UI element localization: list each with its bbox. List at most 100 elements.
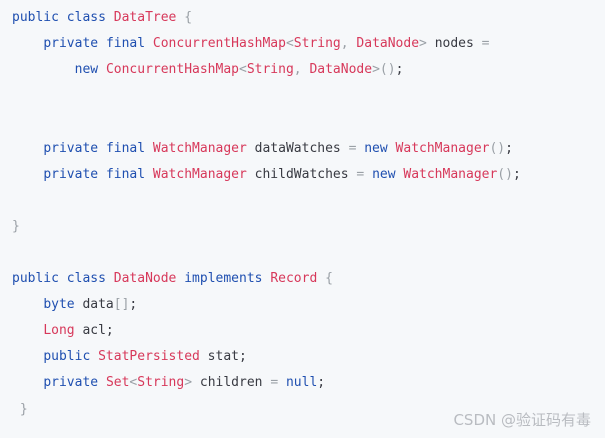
code-line: public class DataTree {	[12, 9, 192, 27]
code-token-plain: childWatches	[246, 166, 357, 182]
code-token-type: ConcurrentHashMap	[105, 62, 239, 78]
code-token-kw: final	[105, 140, 146, 156]
code-token-plain: children	[192, 375, 271, 391]
code-token-punc: ,	[340, 36, 357, 52]
code-token-plain	[145, 36, 153, 51]
code-token-type: ConcurrentHashMap	[152, 36, 286, 52]
code-token-punc: <	[285, 36, 294, 52]
code-token-plain	[364, 167, 372, 182]
code-token-plain: ;	[505, 140, 513, 156]
code-token-type: Set	[105, 375, 130, 391]
code-token-kw: private	[43, 140, 99, 156]
code-token-punc: >	[184, 375, 193, 391]
code-token-type: WatchManager	[403, 166, 498, 182]
code-line: new ConcurrentHashMap<String, DataNode>(…	[12, 61, 404, 79]
code-token-kw: private	[43, 166, 99, 182]
code-token-kw: null	[285, 375, 318, 391]
watermark-text: CSDN @验证码有毒	[453, 411, 591, 429]
code-token-type: WatchManager	[395, 140, 490, 156]
code-line: private final ConcurrentHashMap<String, …	[12, 35, 490, 53]
code-token-punc: }	[19, 401, 28, 417]
code-line: private final WatchManager dataWatches =…	[12, 140, 513, 158]
code-indent	[12, 375, 43, 390]
code-line: public class DataNode implements Record …	[12, 270, 333, 288]
code-token-kw: private	[43, 36, 99, 52]
code-token-plain	[388, 141, 396, 156]
code-token-plain	[98, 375, 106, 390]
code-token-kw: public	[12, 10, 59, 25]
code-token-plain	[59, 10, 67, 25]
code-token-plain	[98, 141, 106, 156]
code-indent	[12, 323, 43, 338]
code-token-plain	[106, 271, 114, 286]
code-line: private Set<String> children = null;	[12, 374, 325, 392]
code-token-kw: byte	[43, 297, 75, 313]
code-indent	[12, 141, 43, 156]
code-token-type: WatchManager	[152, 140, 247, 156]
code-indent	[12, 402, 20, 417]
code-token-plain: dataWatches	[246, 140, 349, 156]
code-token-type: Long	[43, 323, 75, 339]
code-indent	[12, 62, 75, 77]
code-token-plain	[90, 349, 98, 364]
code-token-kw: implements	[184, 271, 263, 286]
code-token-type: String	[293, 36, 341, 52]
code-token-kw: private	[43, 375, 99, 391]
code-token-punc: =	[348, 140, 357, 156]
code-token-punc: {	[325, 271, 333, 286]
code-indent	[12, 167, 43, 182]
code-line: private final WatchManager childWatches …	[12, 166, 521, 184]
code-token-punc: =	[356, 166, 365, 182]
code-token-punc: =	[270, 375, 279, 391]
code-token-kw: public	[12, 271, 59, 286]
code-token-plain	[59, 271, 67, 286]
code-token-kw: new	[74, 62, 99, 78]
code-token-punc: ()	[497, 166, 513, 182]
code-token-plain	[98, 62, 106, 77]
code-token-plain: stat;	[199, 349, 247, 365]
code-token-plain	[145, 167, 153, 182]
code-token-punc: >()	[372, 62, 396, 78]
code-token-punc: =	[481, 36, 490, 52]
code-token-punc: }	[12, 218, 20, 234]
code-token-punc: <	[239, 62, 247, 78]
code-token-punc: >	[419, 36, 427, 52]
code-token-type: String	[246, 62, 294, 78]
code-token-type: DataNode	[356, 36, 420, 52]
code-token-punc: ,	[293, 62, 310, 78]
code-token-kw: new	[372, 166, 396, 182]
code-token-plain	[98, 36, 106, 51]
code-token-punc: []	[113, 297, 130, 313]
code-token-kw: new	[364, 140, 388, 156]
code-token-punc: <	[129, 375, 138, 391]
code-token-plain	[145, 141, 153, 156]
code-token-kw: class	[66, 271, 106, 286]
code-token-plain: nodes	[426, 36, 482, 52]
code-token-plain	[106, 10, 114, 25]
code-token-plain: acl;	[74, 323, 114, 339]
code-token-plain	[317, 271, 325, 286]
code-token-type: StatPersisted	[98, 349, 200, 365]
code-token-plain	[278, 375, 286, 390]
code-token-type: WatchManager	[152, 166, 247, 182]
code-token-plain: data	[74, 297, 114, 313]
code-line: public StatPersisted stat;	[12, 348, 247, 366]
code-token-plain: ;	[512, 166, 521, 182]
code-token-type: Record	[270, 271, 318, 286]
code-line: Long acl;	[12, 322, 114, 340]
code-token-kw: final	[105, 36, 146, 52]
code-token-punc: {	[184, 10, 193, 25]
code-token-punc: ()	[489, 140, 506, 156]
code-token-type: DataNode	[113, 271, 177, 286]
code-token-type: String	[137, 375, 185, 391]
code-token-kw: final	[105, 166, 146, 182]
code-line: byte data[];	[12, 296, 137, 314]
code-token-plain	[98, 167, 106, 182]
code-indent	[12, 297, 43, 312]
code-line: }	[12, 401, 28, 419]
code-line: }	[12, 218, 20, 236]
code-indent	[12, 349, 43, 364]
code-token-type: DataNode	[309, 62, 373, 78]
code-token-type: DataTree	[113, 10, 177, 25]
